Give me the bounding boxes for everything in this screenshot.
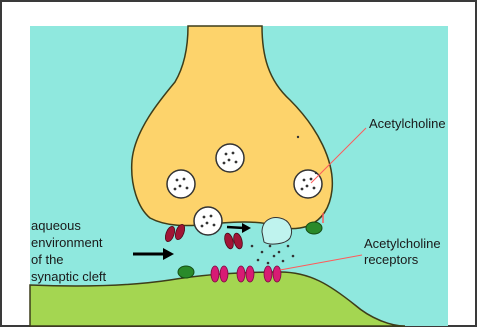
vesicle-icon [194,207,222,235]
vesicle-icon [216,144,244,172]
green-protein-icon [178,266,194,278]
synaptic-cleft-label: aqueous environment of the synaptic clef… [31,217,106,285]
vesicle-icon [167,170,195,198]
cleft-label-line-1: aqueous [31,217,106,234]
receptors-label-line-2: receptors [364,252,441,268]
cleft-label-line-4: synaptic cleft [31,268,106,285]
receptors-label: Acetylcholine receptors [364,236,441,268]
vesicle-icon [294,170,322,198]
cleft-label-line-2: environment [31,234,106,251]
acetylcholine-label: Acetylcholine [369,116,446,132]
receptors-label-line-1: Acetylcholine [364,236,441,252]
cleft-label-line-3: of the [31,251,106,268]
green-protein-icon [306,222,322,234]
fusing-vesicle-icon [262,218,292,245]
